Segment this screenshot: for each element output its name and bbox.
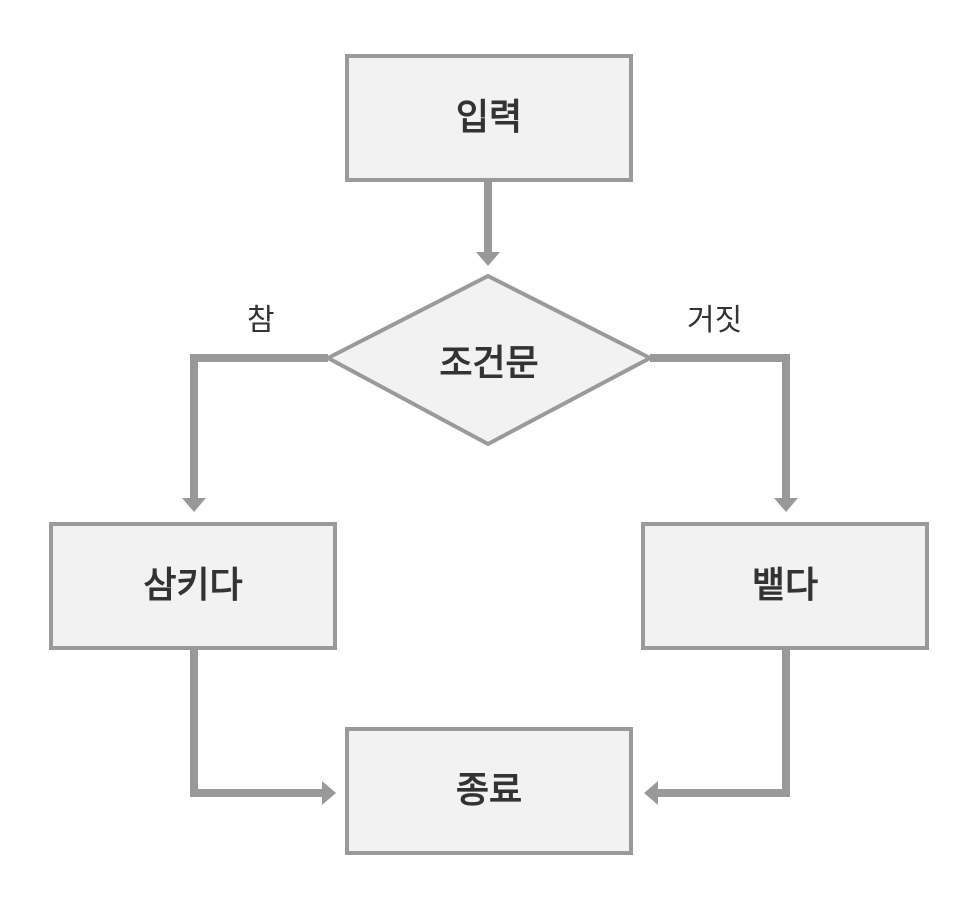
arrowhead-true-to-end bbox=[322, 781, 336, 805]
connector-false-to-end bbox=[658, 650, 790, 797]
end-node: 종료 bbox=[345, 727, 633, 855]
false-action-label: 뱉다 bbox=[751, 565, 819, 606]
end-node-label: 종료 bbox=[455, 770, 523, 811]
arrowhead-condition-to-false bbox=[774, 498, 798, 512]
true-branch-label: 참 bbox=[247, 303, 275, 338]
connector-condition-to-true bbox=[190, 354, 328, 498]
true-action-label: 삼키다 bbox=[143, 565, 243, 606]
false-action-node: 뱉다 bbox=[641, 522, 929, 650]
input-node-label: 입력 bbox=[455, 97, 523, 138]
arrowhead-input-to-condition bbox=[476, 252, 500, 266]
false-branch-label: 거짓 bbox=[687, 303, 743, 338]
connector-condition-to-false bbox=[650, 354, 790, 498]
condition-diamond bbox=[323, 273, 655, 447]
true-action-node: 삼키다 bbox=[49, 522, 337, 650]
arrowhead-condition-to-true bbox=[182, 498, 206, 512]
input-node: 입력 bbox=[345, 54, 633, 182]
arrowhead-false-to-end bbox=[644, 781, 658, 805]
condition-node-label: 조건문 bbox=[439, 343, 539, 384]
connector-true-to-end bbox=[190, 650, 322, 797]
